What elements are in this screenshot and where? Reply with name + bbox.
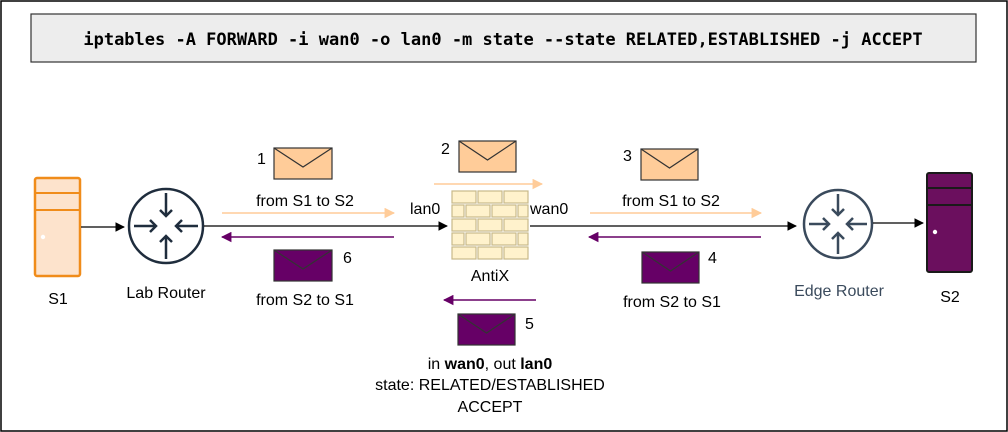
edge-router-icon: [802, 188, 874, 260]
step-number: 6: [343, 250, 352, 267]
envelope-icon: [641, 251, 700, 284]
envelope-icon: [640, 148, 699, 181]
firewall-icon: [451, 190, 529, 260]
command-box: iptables -A FORWARD -i wan0 -o lan0 -m s…: [30, 13, 977, 63]
interface-wan0-label: wan0: [529, 201, 568, 218]
rule-note-line2: state: RELATED/ESTABLISHED: [375, 377, 605, 394]
step-text: from S1 to S2: [622, 193, 720, 210]
step-text: from S1 to S2: [256, 193, 354, 210]
s2-label: S2: [940, 289, 960, 306]
server-s2-icon: [926, 172, 973, 273]
step-text: from S2 to S1: [623, 294, 721, 311]
step-number: 2: [441, 141, 450, 158]
envelope-icon: [458, 140, 517, 173]
step-number: 4: [708, 250, 717, 267]
s1-label: S1: [48, 291, 68, 308]
envelope-icon: [273, 249, 333, 282]
lab-router-icon: [127, 187, 205, 265]
envelope-icon: [457, 313, 516, 346]
lab-router-label: Lab Router: [126, 285, 206, 302]
interface-lan0-label: lan0: [410, 201, 440, 218]
step-number: 1: [257, 151, 266, 168]
rule-note-line1: in wan0, out lan0: [428, 356, 553, 373]
envelope-icon: [273, 147, 333, 180]
step-number: 5: [525, 316, 534, 333]
antix-label: AntiX: [471, 268, 510, 285]
server-s1-icon: [33, 176, 82, 278]
command-text: iptables -A FORWARD -i wan0 -o lan0 -m s…: [83, 30, 922, 50]
rule-note-line3: ACCEPT: [458, 399, 523, 416]
edge-router-label: Edge Router: [794, 283, 885, 300]
step-number: 3: [623, 148, 632, 165]
step-text: from S2 to S1: [256, 292, 354, 309]
